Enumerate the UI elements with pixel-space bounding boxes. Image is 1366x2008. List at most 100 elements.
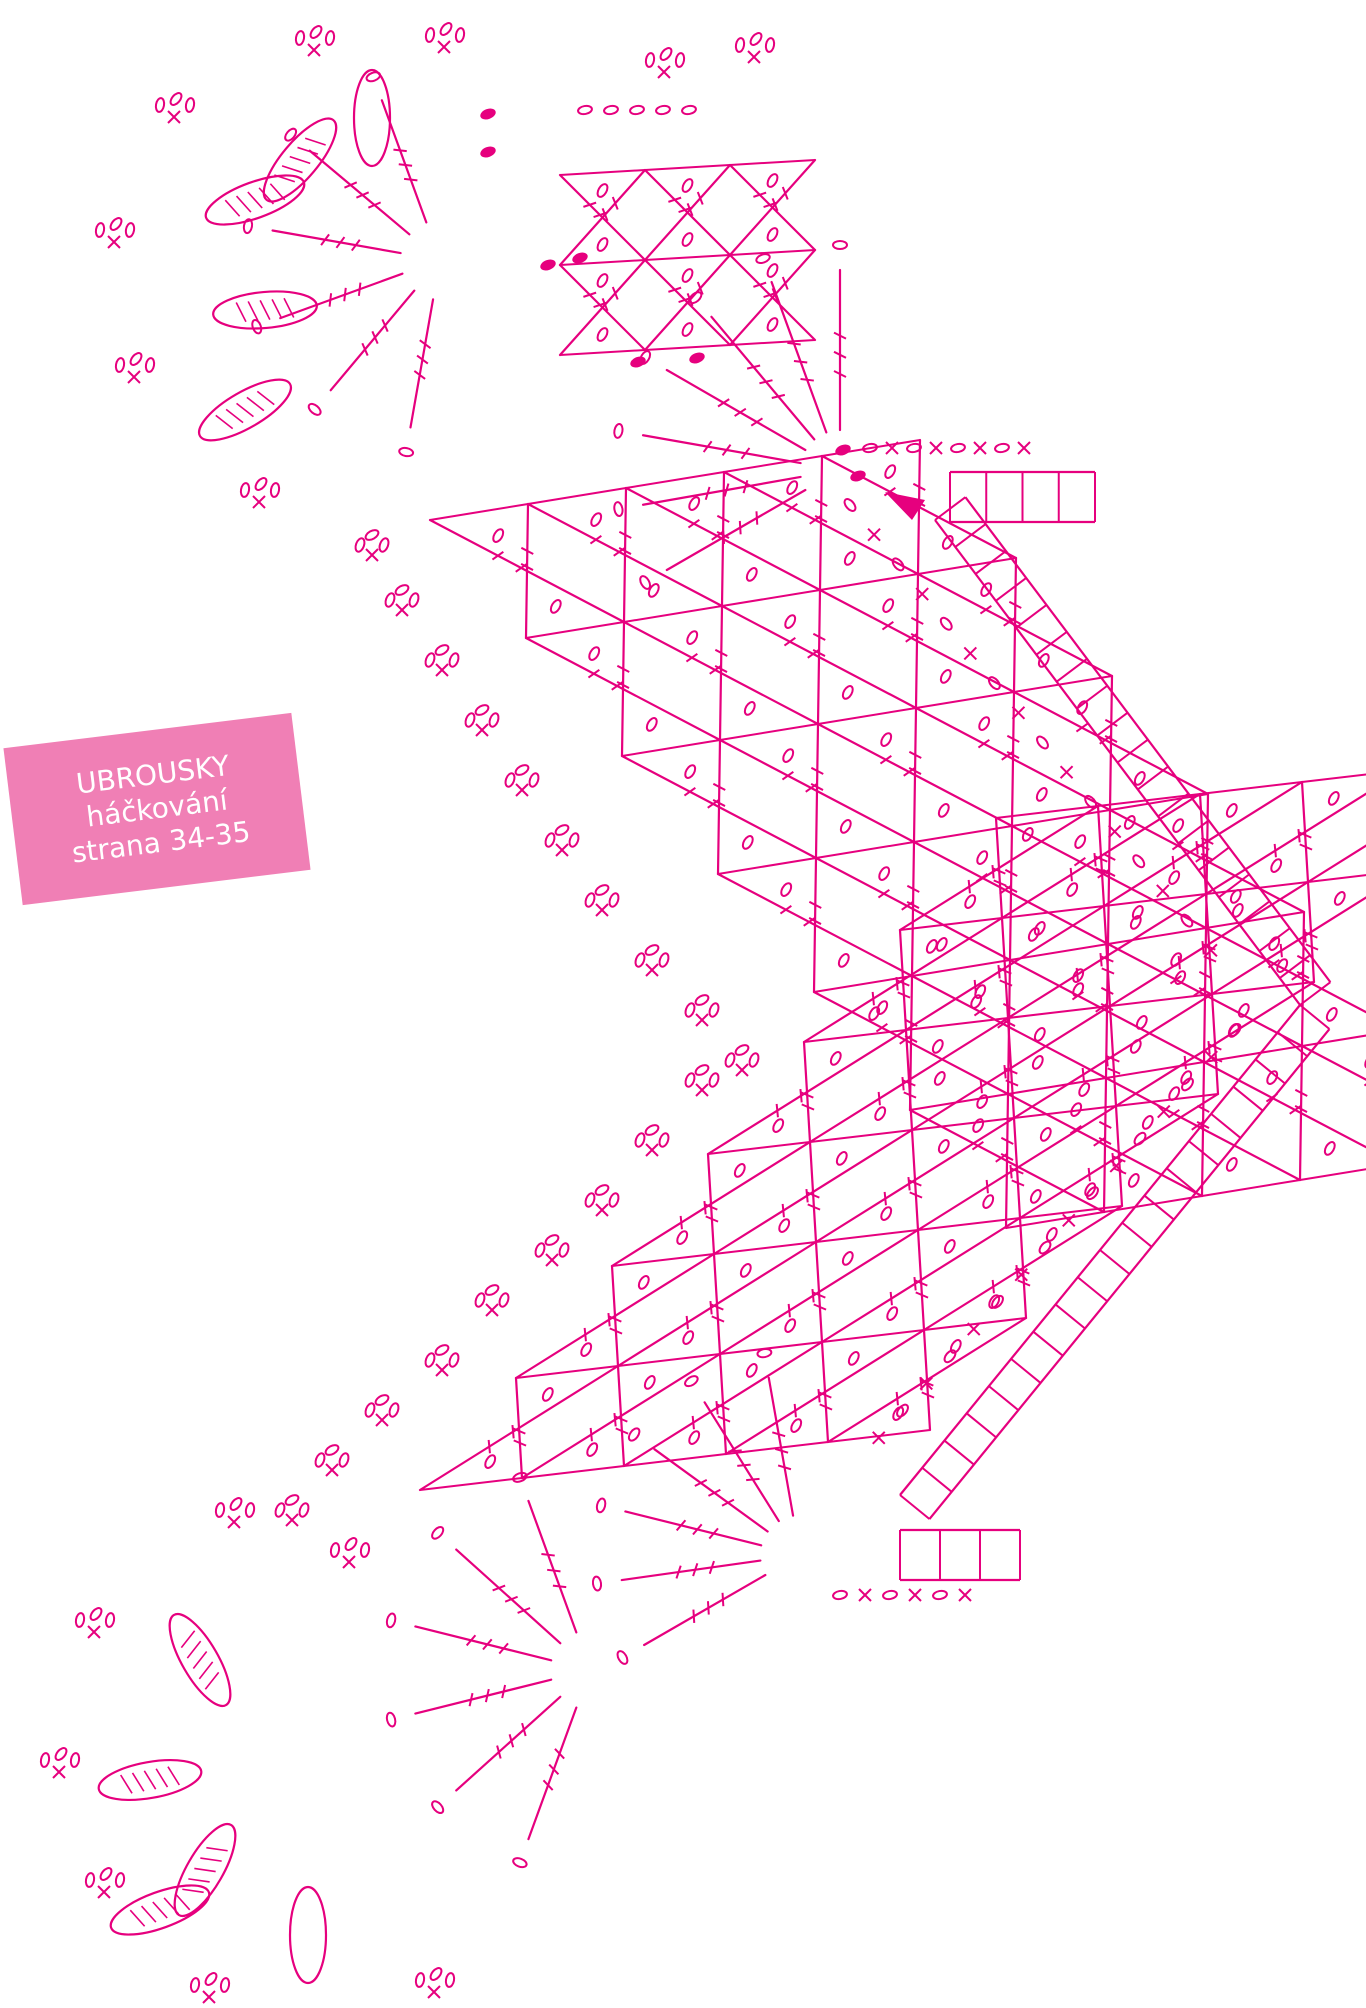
chain-stitch: [579, 1342, 593, 1358]
chain-stitch: [842, 497, 857, 513]
stitch-tick: [998, 965, 999, 978]
stitch-tick: [885, 1192, 886, 1205]
lattice-bar: [820, 574, 918, 590]
single-crochet: [930, 442, 942, 454]
double-crochet: [456, 1550, 560, 1644]
stitch-tick: [404, 179, 417, 181]
chain-stitch: [681, 231, 695, 247]
chain-stitch: [634, 1132, 646, 1148]
double-crochet: [708, 1154, 714, 1254]
stitch-tick: [493, 1586, 505, 1591]
petal-stitch: [247, 393, 264, 414]
petal-stitch: [259, 185, 273, 207]
stitch-tick: [873, 992, 874, 1005]
double-crochet: [1302, 782, 1308, 882]
chain-stitch: [1225, 1156, 1239, 1172]
chain-stitch: [981, 1194, 995, 1210]
chain-stitch: [994, 443, 1009, 453]
stitch-tick: [787, 343, 800, 345]
border-rung: [1056, 1304, 1085, 1328]
chain-stitch: [658, 952, 670, 968]
chain-stitch: [185, 97, 195, 112]
lattice-bar: [528, 488, 626, 504]
stitch-tick: [1089, 1168, 1090, 1181]
chain-stitch: [1127, 1172, 1141, 1188]
chain-stitch: [343, 1536, 358, 1552]
border-rung: [1138, 767, 1168, 790]
chain-stitch: [882, 1590, 897, 1600]
single-crochet: [556, 844, 568, 856]
double-crochet: [1202, 1062, 1204, 1196]
lattice-bar: [720, 724, 818, 740]
single-crochet: [868, 529, 880, 541]
petal-stitch: [216, 411, 233, 432]
stitch-tick: [368, 202, 380, 207]
double-crochet: [644, 1575, 765, 1645]
stitch-tick: [549, 1765, 558, 1775]
lattice-bar: [1108, 928, 1206, 944]
single-crochet: [376, 1414, 388, 1426]
chain-stitch: [338, 1452, 350, 1468]
chain-stitch: [1039, 1126, 1053, 1142]
chain-stitch: [251, 319, 263, 335]
double-crochet: [818, 590, 820, 724]
lattice-bar: [1202, 1180, 1300, 1196]
double-crochet: [310, 151, 410, 235]
single-crochet: [873, 1432, 885, 1444]
stitch-tick: [993, 1280, 994, 1293]
slip-stitch: [688, 351, 706, 366]
chain-stitch: [963, 894, 977, 910]
stitch-tick: [687, 1316, 688, 1329]
chain-stitch: [1035, 786, 1049, 802]
stitch-tick: [897, 1392, 898, 1405]
chain-stitch: [549, 598, 563, 614]
border-rung: [1300, 1005, 1329, 1029]
single-crochet: [859, 1589, 871, 1601]
chain-stitch: [745, 566, 759, 582]
chain-stitch: [1135, 1014, 1149, 1030]
stitch-tick: [708, 1601, 709, 1614]
border-rung: [1036, 632, 1066, 655]
lattice-bar: [718, 858, 816, 874]
chain-stitch: [240, 482, 250, 497]
stitch-tick: [393, 150, 406, 152]
petal-stitch: [226, 405, 243, 426]
lattice-bar: [622, 740, 720, 756]
chain-stitch: [1029, 1188, 1043, 1204]
stitch-tick: [987, 1180, 988, 1193]
chain-stitch: [937, 802, 951, 818]
chain-stitch: [1131, 853, 1146, 869]
chain-stitch: [847, 1350, 861, 1366]
border-rung: [944, 1441, 973, 1465]
chain-stitch: [748, 31, 763, 47]
stitch-tick: [1281, 944, 1282, 957]
chain-stitch: [596, 236, 610, 252]
lattice-bar: [526, 622, 624, 638]
chain-stitch: [40, 1752, 50, 1767]
double-crochet: [643, 435, 801, 463]
single-crochet: [909, 1589, 921, 1601]
double-crochet: [1308, 758, 1366, 882]
double-crochet: [1302, 912, 1304, 1046]
stitch-tick: [1173, 856, 1174, 869]
chain-stitch: [1031, 1054, 1045, 1070]
double-crochet: [667, 490, 806, 570]
stitch-tick: [1004, 1065, 1005, 1078]
chain-stitch: [596, 1498, 607, 1514]
chain-stitch: [596, 326, 610, 342]
stitch-tick: [801, 379, 814, 381]
double-crochet: [1204, 1062, 1366, 1164]
chain-stitch: [975, 1094, 989, 1110]
single-crochet: [658, 66, 670, 78]
chain-stitch: [399, 447, 414, 457]
chain-stitch: [883, 464, 897, 480]
single-crochet: [1061, 766, 1073, 778]
stitch-tick: [879, 1092, 880, 1105]
chain-stitch: [708, 1072, 720, 1088]
double-crochet: [1006, 1094, 1008, 1228]
chain-stitch: [835, 1150, 849, 1166]
chain-stitch: [687, 496, 701, 512]
chain-stitch: [684, 1002, 696, 1018]
single-crochet: [53, 1766, 65, 1778]
lattice-bar: [730, 160, 815, 165]
